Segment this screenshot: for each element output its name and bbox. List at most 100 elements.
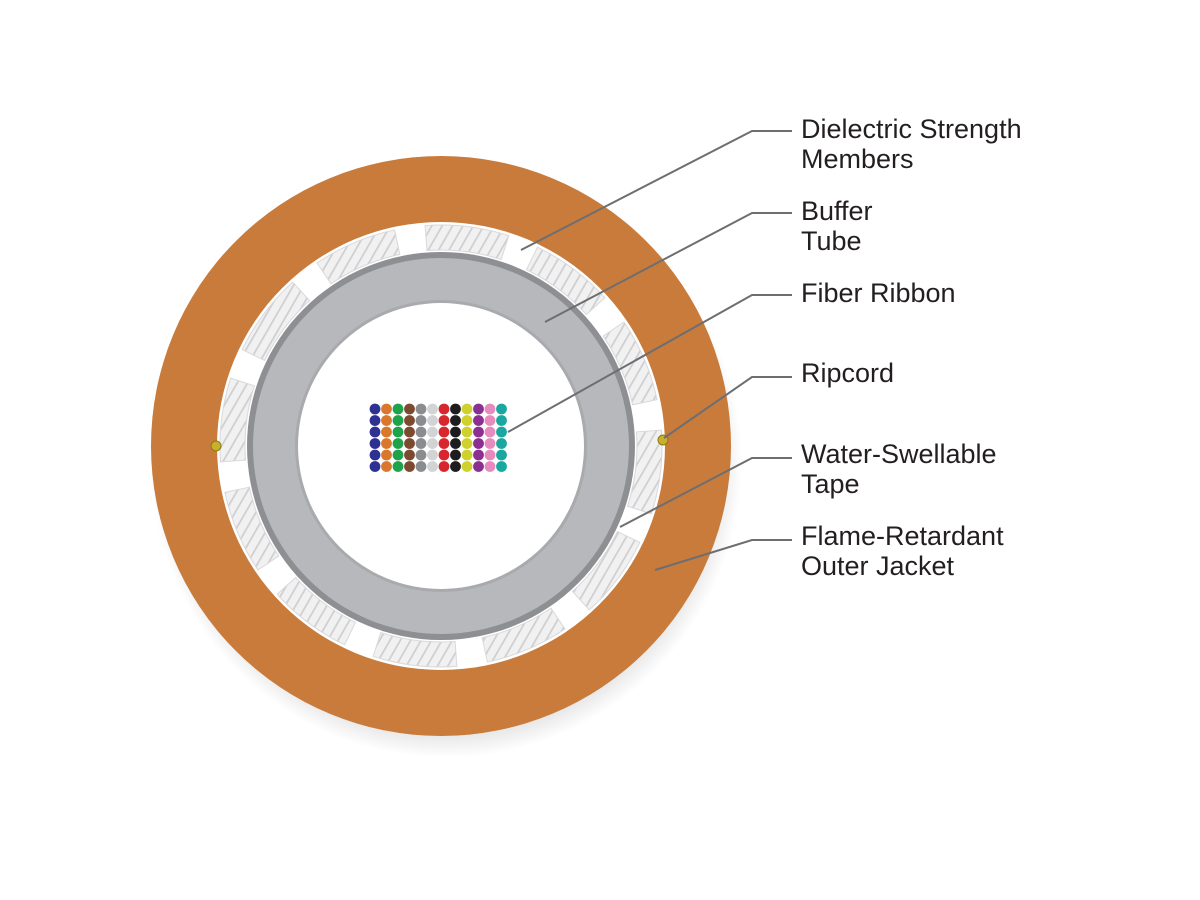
label-fiber-ribbon: Fiber Ribbon: [801, 278, 956, 308]
fiber: [404, 449, 415, 461]
fiber: [484, 426, 496, 438]
fiber: [381, 461, 392, 472]
leader-ripcord: [663, 376, 792, 439]
label-outer-jacket-line2: Outer Jacket: [801, 551, 955, 581]
fiber: [369, 438, 381, 449]
fiber: [438, 415, 450, 426]
label-outer-jacket: Flame-Retardant Outer Jacket: [801, 521, 1011, 581]
strength-member-segment: [372, 631, 458, 668]
fiber: [369, 403, 381, 415]
fiber: [473, 403, 484, 415]
strength-member-segment: [219, 377, 256, 463]
fiber: [404, 438, 415, 449]
fiber-ribbon-stack: [369, 403, 507, 472]
strength-member-segment: [241, 281, 311, 362]
fiber: [450, 415, 461, 426]
fiber: [427, 426, 438, 438]
fiber: [381, 415, 392, 426]
fiber: [496, 438, 507, 449]
fiber: [450, 461, 461, 472]
label-fiber-ribbon-line1: Fiber Ribbon: [801, 278, 956, 308]
fiber: [381, 403, 392, 415]
leader-strength-members: [520, 130, 792, 251]
label-buffer-tube: Buffer Tube: [801, 196, 880, 256]
ripcord-left: [210, 440, 222, 452]
fiber: [392, 449, 404, 461]
fiber: [438, 426, 450, 438]
fiber: [392, 461, 404, 472]
fiber: [496, 449, 507, 461]
fiber: [381, 438, 392, 449]
fiber: [461, 461, 473, 472]
fiber: [438, 438, 450, 449]
fiber: [369, 461, 381, 472]
fiber: [496, 461, 507, 472]
fiber: [404, 415, 415, 426]
fiber: [392, 438, 404, 449]
fiber: [450, 449, 461, 461]
strength-member-segment: [525, 246, 606, 316]
fiber: [427, 449, 438, 461]
fiber: [427, 461, 438, 472]
fiber: [392, 403, 404, 415]
fiber: [496, 403, 507, 415]
fiber: [415, 461, 427, 472]
fiber: [392, 415, 404, 426]
fiber: [415, 415, 427, 426]
label-ripcord-line1: Ripcord: [801, 358, 894, 388]
label-strength-members-line1: Dielectric Strength: [801, 114, 1022, 144]
leader-water-tape: [619, 457, 792, 528]
fiber: [484, 403, 496, 415]
fiber: [450, 403, 461, 415]
fiber: [404, 461, 415, 472]
strength-member-segment: [571, 530, 641, 611]
fiber: [415, 426, 427, 438]
label-outer-jacket-line1: Flame-Retardant: [801, 521, 1004, 551]
label-buffer-tube-line1: Buffer: [801, 196, 873, 226]
fiber: [461, 403, 473, 415]
fiber: [484, 461, 496, 472]
fiber: [369, 415, 381, 426]
fiber: [496, 426, 507, 438]
label-strength-members: Dielectric Strength Members: [801, 114, 1029, 174]
fiber: [473, 415, 484, 426]
fiber: [461, 415, 473, 426]
fiber: [473, 449, 484, 461]
strength-member-segment: [424, 224, 510, 261]
leader-outer-jacket: [654, 539, 792, 571]
strength-member-segment: [224, 486, 280, 571]
leader-fiber-ribbon: [507, 294, 792, 433]
fiber: [461, 449, 473, 461]
fiber: [438, 449, 450, 461]
fiber: [415, 438, 427, 449]
fiber: [381, 426, 392, 438]
dielectric-strength-members: [219, 224, 663, 668]
fiber: [450, 438, 461, 449]
fiber: [438, 461, 450, 472]
label-water-tape-line1: Water-Swellable: [801, 439, 997, 469]
fiber: [496, 415, 507, 426]
fiber: [369, 426, 381, 438]
label-ripcord: Ripcord: [801, 358, 894, 388]
fiber: [427, 415, 438, 426]
fiber: [461, 438, 473, 449]
fiber: [427, 403, 438, 415]
label-water-tape-line2: Tape: [801, 469, 860, 499]
strength-member-segment: [276, 576, 357, 646]
fiber: [461, 426, 473, 438]
fiber: [484, 438, 496, 449]
fiber: [438, 403, 450, 415]
fiber: [392, 426, 404, 438]
strength-member-segment: [481, 607, 566, 663]
label-buffer-tube-line2: Tube: [801, 226, 862, 256]
label-strength-members-line2: Members: [801, 144, 914, 174]
strength-member-segment: [626, 429, 663, 515]
fiber: [484, 415, 496, 426]
fiber: [381, 449, 392, 461]
fiber: [473, 461, 484, 472]
label-water-tape: Water-Swellable Tape: [801, 439, 1004, 499]
fiber: [473, 438, 484, 449]
fiber: [427, 438, 438, 449]
fiber: [484, 449, 496, 461]
